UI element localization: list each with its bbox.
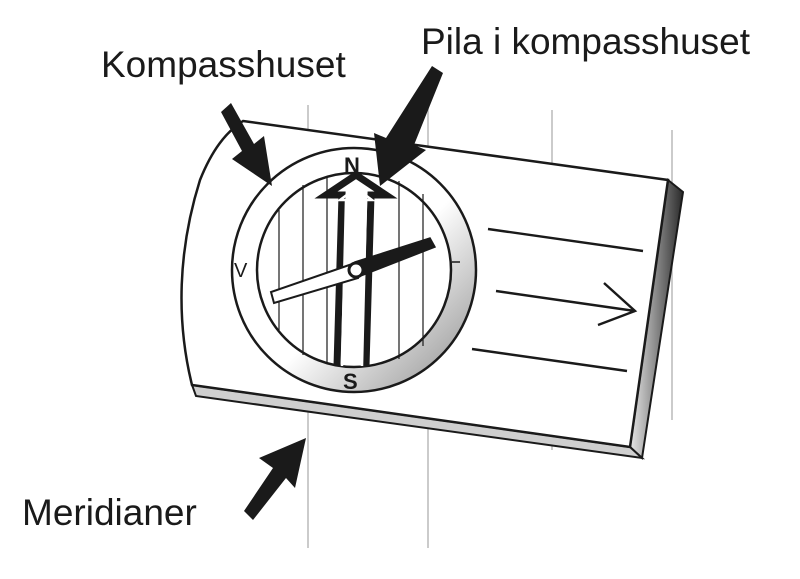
compass-needle	[269, 237, 437, 305]
dial-letter-north: N	[344, 153, 360, 178]
arrow-to-meridians	[244, 438, 306, 520]
label-compass-housing: Kompasshuset	[101, 44, 346, 85]
pointer-arrows	[221, 66, 443, 520]
arrow-to-housing	[221, 103, 272, 186]
housing-meridian-lines	[278, 176, 424, 364]
arrow-to-housing-arrow	[374, 66, 443, 186]
direction-line-bottom	[471, 347, 628, 373]
needle-pivot	[347, 261, 365, 279]
compass-housing: N S V	[230, 146, 478, 394]
dial-letter-south: S	[343, 369, 358, 394]
label-meridians: Meridianer	[22, 492, 197, 533]
direction-line-top	[487, 227, 644, 253]
dial-letter-west: V	[234, 260, 248, 282]
direction-of-travel-arrow	[495, 282, 638, 327]
label-housing-arrow: Pila i kompasshuset	[421, 21, 751, 62]
orienting-arrow	[314, 170, 398, 367]
